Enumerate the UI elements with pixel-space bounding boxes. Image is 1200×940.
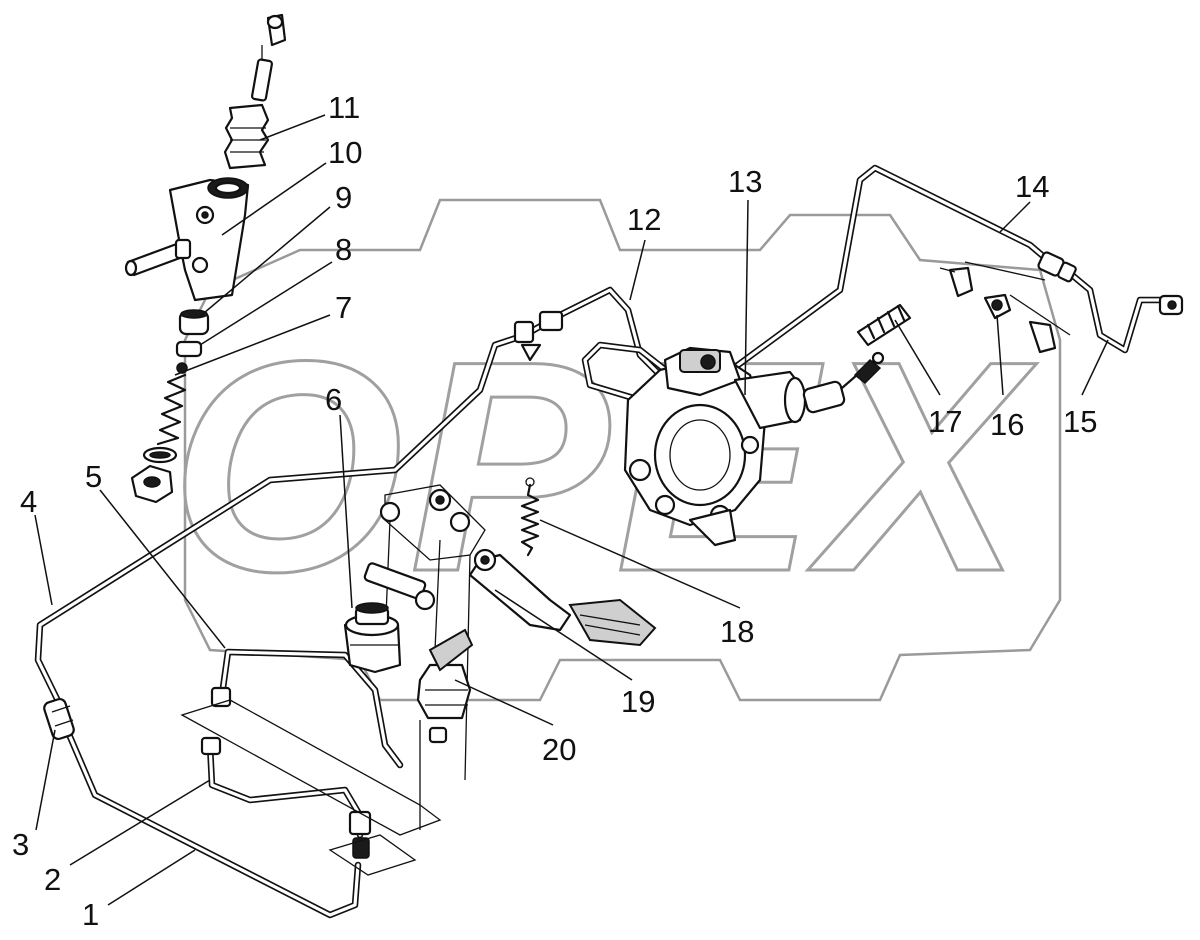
callout-14: 14 [1015, 169, 1049, 204]
pipe-1 [61, 721, 362, 919]
pipe-5 [218, 648, 404, 769]
callout-5: 5 [85, 459, 102, 494]
return-spring-18 [520, 477, 540, 557]
callout-15: 15 [1063, 404, 1097, 439]
spring-17 [856, 303, 912, 347]
callout-labels: 1 2 3 4 5 6 7 8 9 10 11 12 13 14 15 16 1… [12, 90, 1097, 932]
pipe-15 [1068, 271, 1169, 354]
watermark: OPEX [169, 198, 1062, 702]
watermark-text: OPEX [170, 298, 1037, 634]
pipe-14 [734, 164, 1054, 369]
exploded-master-cylinder [124, 13, 287, 504]
callout-10: 10 [328, 135, 362, 170]
callout-2: 2 [44, 862, 61, 897]
callout-20: 20 [542, 732, 576, 767]
pipe-nut-4 [513, 310, 564, 362]
callout-17: 17 [928, 404, 962, 439]
pipe-connectors-14 [1037, 251, 1184, 316]
callout-3: 3 [12, 827, 29, 862]
pipe-12-loop [581, 341, 672, 404]
callout-6: 6 [325, 382, 342, 417]
clutch-servo-13 [623, 346, 885, 547]
callout-9: 9 [335, 180, 352, 215]
pipe-2 [206, 741, 364, 839]
callout-16: 16 [990, 407, 1024, 442]
callout-8: 8 [335, 232, 352, 267]
callout-12: 12 [627, 202, 661, 237]
callout-4: 4 [20, 484, 37, 519]
leader-lines [34, 114, 1109, 906]
fittings-16 [939, 261, 1071, 354]
callout-1: 1 [82, 897, 99, 932]
coupling-3 [43, 697, 75, 741]
callout-18: 18 [720, 614, 754, 649]
callout-13: 13 [728, 164, 762, 199]
callout-19: 19 [621, 684, 655, 719]
pipe-end-fittings [200, 686, 448, 859]
pedal-assembly-19 [468, 548, 657, 647]
pedal-bracket [363, 488, 471, 611]
callout-11: 11 [328, 90, 360, 125]
reservoir-6 [343, 602, 402, 674]
pedal-master-cylinder-20 [416, 628, 474, 720]
callout-7: 7 [335, 290, 352, 325]
pipe-4 [34, 286, 669, 709]
